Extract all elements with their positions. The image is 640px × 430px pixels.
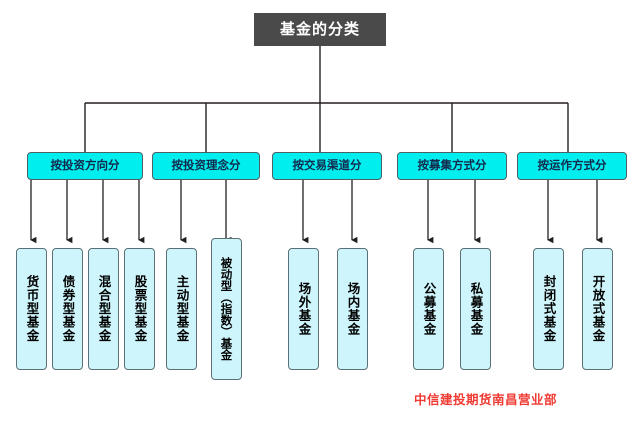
leaf-node-label: 公募基金 [421,282,437,336]
leaf-node-hybrid-fund[interactable]: 混合型基金 [88,248,119,370]
category-node-label: 按投资方向分 [50,158,120,173]
root-node-fund-classification[interactable]: 基金的分类 [254,13,386,46]
category-node-label: 按募集方式分 [417,158,487,173]
leaf-node-otc-fund[interactable]: 场外基金 [288,248,319,370]
category-node-investment-direction[interactable]: 按投资方向分 [27,152,143,180]
leaf-node-label: 场内基金 [345,282,361,336]
category-node-label: 按投资理念分 [171,158,241,173]
leaf-node-exchange-traded-fund[interactable]: 场内基金 [337,248,368,370]
root-node-label: 基金的分类 [279,20,360,38]
category-node-operating-method[interactable]: 按运作方式分 [517,152,627,180]
leaf-node-label: 主动型基金 [174,275,190,343]
leaf-node-label: 被动型（指数）基金 [219,257,234,361]
category-node-investment-philosophy[interactable]: 按投资理念分 [152,152,260,180]
leaf-node-public-offering-fund[interactable]: 公募基金 [413,248,444,370]
leaf-node-money-market-fund[interactable]: 货币型基金 [16,248,47,370]
leaf-node-label: 私募基金 [468,282,484,336]
leaf-node-label: 股票型基金 [132,275,148,343]
leaf-node-equity-fund[interactable]: 股票型基金 [124,248,155,370]
category-node-fundraising-method[interactable]: 按募集方式分 [397,152,507,180]
leaf-node-active-fund[interactable]: 主动型基金 [166,248,197,370]
leaf-node-label: 封闭式基金 [541,275,557,343]
footer-watermark: 中信建投期货南昌营业部 [414,392,558,407]
leaf-node-passive-index-fund[interactable]: 被动型（指数）基金 [211,238,242,380]
leaf-node-open-end-fund[interactable]: 开放式基金 [582,248,613,370]
category-node-label: 按交易渠道分 [292,158,362,173]
leaf-node-label: 开放式基金 [590,275,606,343]
leaf-node-label: 债券型基金 [60,275,76,343]
leaf-node-bond-fund[interactable]: 债券型基金 [52,248,83,370]
leaf-node-label: 场外基金 [296,282,312,336]
leaf-node-private-offering-fund[interactable]: 私募基金 [460,248,491,370]
category-node-label: 按运作方式分 [537,158,607,173]
leaf-node-closed-end-fund[interactable]: 封闭式基金 [533,248,564,370]
category-node-trading-channel[interactable]: 按交易渠道分 [272,152,382,180]
leaf-node-label: 混合型基金 [96,275,112,343]
leaf-node-label: 货币型基金 [24,275,40,343]
